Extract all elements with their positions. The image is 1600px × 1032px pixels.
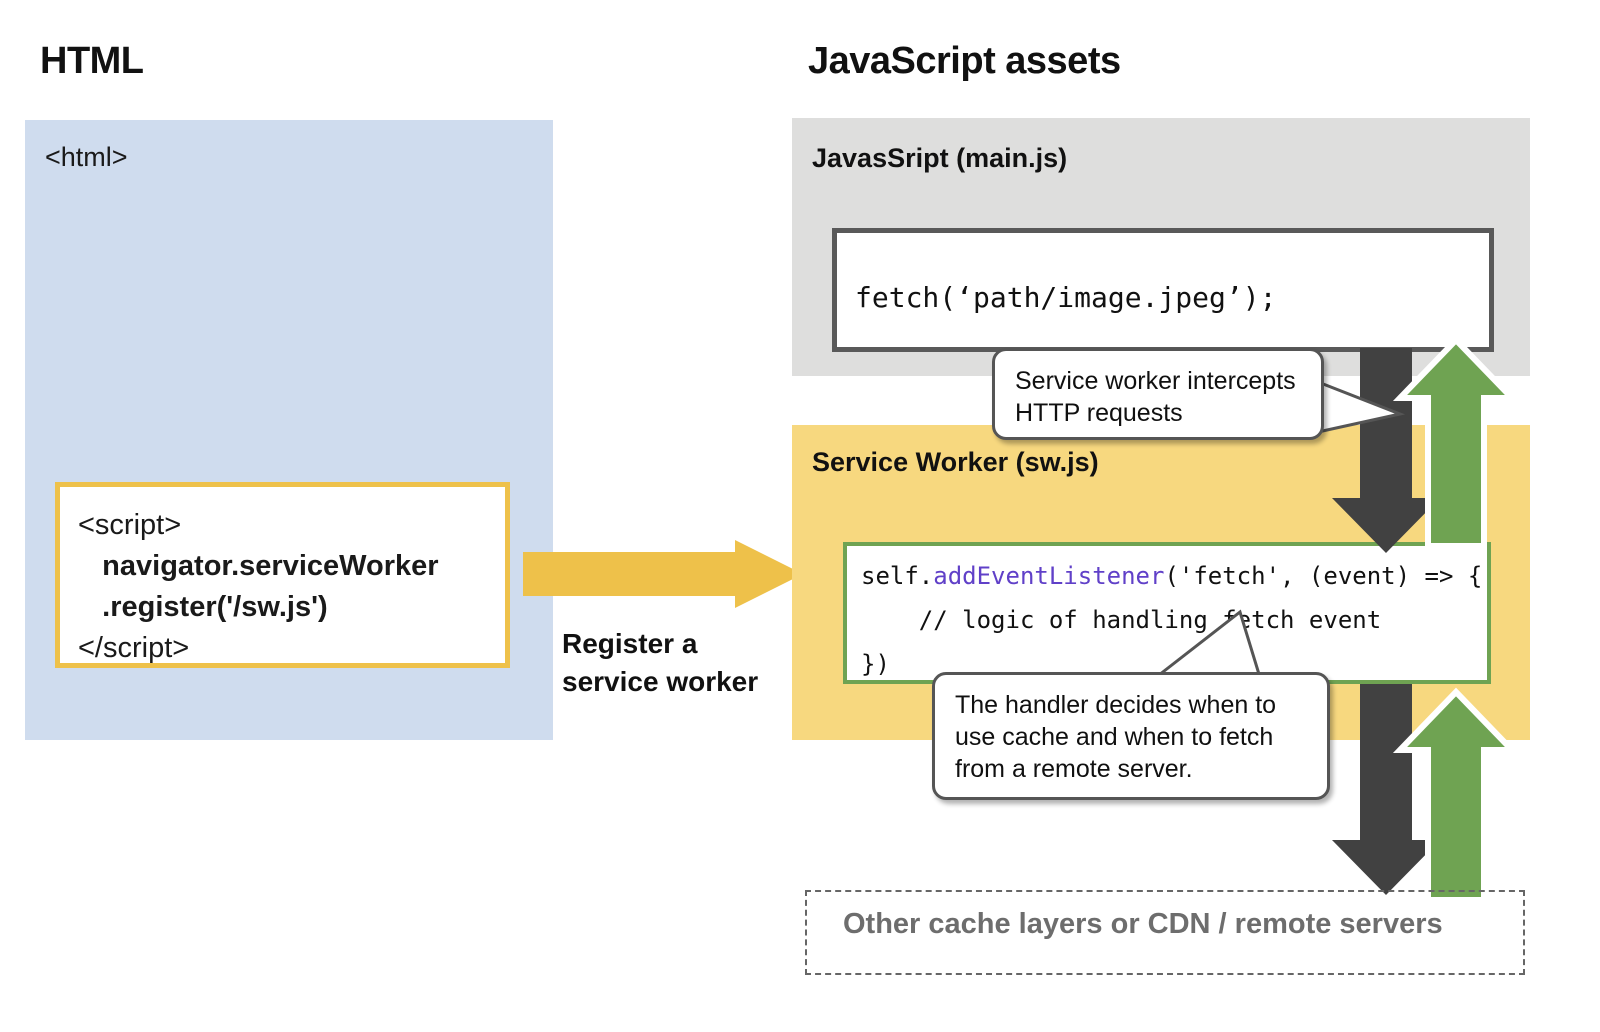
- register-arrow-label-line2: service worker: [562, 666, 759, 697]
- script-code-line-1: <script>: [78, 509, 182, 541]
- javascript-column-title: JavaScript assets: [808, 40, 1121, 82]
- sw-code-line-3: }): [861, 650, 890, 678]
- callout-intercept-text: Service worker intercepts HTTP requests: [995, 351, 1321, 429]
- sw-code-line-1-post: ('fetch', (event) => {: [1164, 562, 1483, 590]
- sw-code-line-1-pre: self.: [861, 562, 934, 590]
- html-column-title: HTML: [40, 40, 144, 82]
- remote-servers-box: [805, 890, 1525, 975]
- callout-intercept: Service worker intercepts HTTP requests: [992, 348, 1324, 440]
- register-arrow-icon: [523, 540, 803, 608]
- html-tag-text: <html>: [45, 142, 128, 172]
- callout-intercept-line2: HTTP requests: [1015, 399, 1183, 427]
- script-code-box: <script> navigator.serviceWorker .regist…: [55, 482, 510, 668]
- remote-servers-label: Other cache layers or CDN / remote serve…: [843, 908, 1443, 940]
- service-worker-panel-label: Service Worker (sw.js): [812, 447, 1099, 477]
- callout-handler-text: The handler decides when to use cache an…: [935, 675, 1327, 785]
- sw-code-line-1: self.addEventListener('fetch', (event) =…: [847, 546, 1487, 598]
- request-arrow-main-to-sw: [1332, 348, 1440, 553]
- register-arrow-label-line1: Register a: [562, 628, 698, 659]
- script-code-line-2: navigator.serviceWorker: [78, 550, 439, 582]
- callout-handler-line1: The handler decides when to: [955, 691, 1277, 719]
- script-code-line-3: .register('/sw.js'): [78, 591, 328, 623]
- request-arrow-sw-to-remote: [1332, 684, 1440, 895]
- callout-handler: The handler decides when to use cache an…: [932, 672, 1330, 800]
- sw-code-keyword: addEventListener: [933, 562, 1165, 590]
- callout-intercept-line1: Service worker intercepts: [1015, 367, 1296, 395]
- script-code-line-4: </script>: [78, 632, 190, 664]
- callout-handler-line2: use cache and when to fetch: [955, 723, 1274, 751]
- register-arrow-label: Register a service worker: [562, 625, 758, 701]
- callout-handler-line3: from a remote server.: [955, 755, 1193, 783]
- mainjs-panel-label: JavasSript (main.js): [812, 143, 1068, 173]
- fetch-code-line: fetch(‘path/image.jpeg’);: [855, 281, 1277, 314]
- response-arrow-remote-to-sw: [1392, 687, 1520, 903]
